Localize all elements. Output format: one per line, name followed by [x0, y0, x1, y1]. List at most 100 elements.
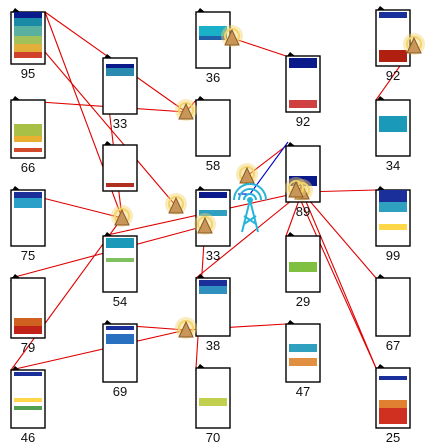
phone-node[interactable]: 36	[195, 8, 231, 85]
relay-tower-icon	[285, 177, 307, 199]
screen-band	[14, 198, 42, 208]
screen-band	[199, 192, 227, 198]
screen-band	[379, 12, 407, 18]
phone-body	[285, 323, 321, 383]
screen-band	[379, 400, 407, 408]
screen-band	[14, 44, 42, 52]
phone-label: 54	[113, 294, 127, 309]
tower-triangle	[114, 208, 130, 226]
tower-triangle	[224, 28, 240, 46]
relay-tower-icon	[111, 205, 133, 227]
phone-node[interactable]: 69	[102, 320, 138, 399]
relay-tower-icon	[403, 33, 425, 55]
phone-node[interactable]: 34	[375, 96, 411, 173]
screen-band	[14, 136, 42, 142]
screen-band	[379, 116, 407, 132]
screen-band	[14, 148, 42, 152]
phone-node[interactable]: 92	[375, 6, 411, 83]
phone-node[interactable]: 66	[10, 96, 46, 175]
relay-tower-icon	[175, 317, 197, 339]
phone-label: 95	[21, 66, 35, 81]
tower-triangle	[168, 196, 184, 214]
screen-band	[199, 26, 227, 36]
phone-label: 33	[113, 116, 127, 131]
screen-band	[289, 262, 317, 272]
screen-band	[14, 18, 42, 26]
phone-label: 25	[386, 430, 400, 444]
base-station-icon	[233, 183, 267, 233]
phone-label: 46	[21, 430, 35, 444]
phone-node[interactable]: 75	[10, 186, 46, 263]
screen-band	[106, 334, 134, 344]
screen-band	[106, 68, 134, 76]
phone-label: 70	[206, 430, 220, 444]
phone-node[interactable]: 99	[375, 186, 411, 263]
phone-label: 29	[296, 294, 310, 309]
phone-node[interactable]: 29	[285, 232, 321, 309]
relay-tower-icon	[194, 213, 216, 235]
tower-triangle	[178, 320, 194, 338]
base-mast	[241, 199, 259, 233]
screen-band	[199, 398, 227, 406]
screen-band	[379, 408, 407, 424]
phone-label: 36	[206, 70, 220, 85]
link-line	[301, 191, 377, 279]
screen-band	[199, 36, 227, 40]
relay-tower-icon	[221, 25, 243, 47]
phone-label: 58	[206, 158, 220, 173]
tower-triangle	[178, 102, 194, 120]
tower-triangle	[288, 180, 304, 198]
screen-band	[14, 406, 42, 410]
relay-tower-icon	[175, 99, 197, 121]
link-line	[231, 37, 287, 57]
screen-band	[106, 183, 134, 187]
tower-triangle	[239, 166, 255, 184]
screen-band	[289, 176, 317, 186]
screen-band	[379, 50, 407, 62]
screen-band	[199, 280, 227, 286]
relay-tower-icon	[236, 163, 258, 185]
phone-node[interactable]: 95	[10, 8, 46, 81]
phone-node[interactable]: 47	[285, 320, 321, 399]
phone-body	[375, 277, 411, 337]
phone-label: 33	[206, 248, 220, 263]
phone-node[interactable]: 46	[10, 366, 46, 444]
screen-band	[199, 210, 227, 216]
phone-node[interactable]: 33	[102, 54, 138, 131]
phone-label: 69	[113, 384, 127, 399]
tower-triangle	[197, 216, 213, 234]
phone-node[interactable]: 58	[195, 96, 231, 173]
screen-band	[289, 58, 317, 68]
signal-arc	[238, 188, 262, 201]
screen-band	[14, 372, 42, 376]
phone-node[interactable]	[102, 141, 138, 192]
phone-node[interactable]: 92	[285, 52, 321, 129]
phone-node[interactable]: 25	[375, 364, 411, 444]
link-line	[295, 189, 377, 369]
phone-label: 34	[386, 158, 400, 173]
phone-label: 79	[21, 340, 35, 355]
phone-node[interactable]: 70	[195, 364, 231, 444]
phone-label: 92	[296, 114, 310, 129]
phone-label: 67	[386, 338, 400, 353]
screen-band	[106, 238, 134, 248]
screen-band	[106, 258, 134, 262]
phone-node[interactable]: 79	[10, 274, 46, 355]
relay-tower-icon	[165, 193, 187, 215]
phone-label: 38	[206, 338, 220, 353]
phone-node[interactable]: 67	[375, 274, 411, 353]
screen-band	[14, 398, 42, 402]
screen-band	[106, 326, 134, 330]
screen-band	[14, 124, 42, 136]
screen-band	[199, 286, 227, 294]
phone-label: 66	[21, 160, 35, 175]
screen-band	[14, 192, 42, 198]
phone-node[interactable]: 54	[102, 232, 138, 309]
link-line	[10, 329, 187, 371]
screen-band	[289, 358, 317, 366]
phone-body	[102, 323, 138, 383]
phone-node[interactable]: 38	[195, 274, 231, 353]
screen-band	[106, 64, 134, 68]
phone-label: 47	[296, 384, 310, 399]
